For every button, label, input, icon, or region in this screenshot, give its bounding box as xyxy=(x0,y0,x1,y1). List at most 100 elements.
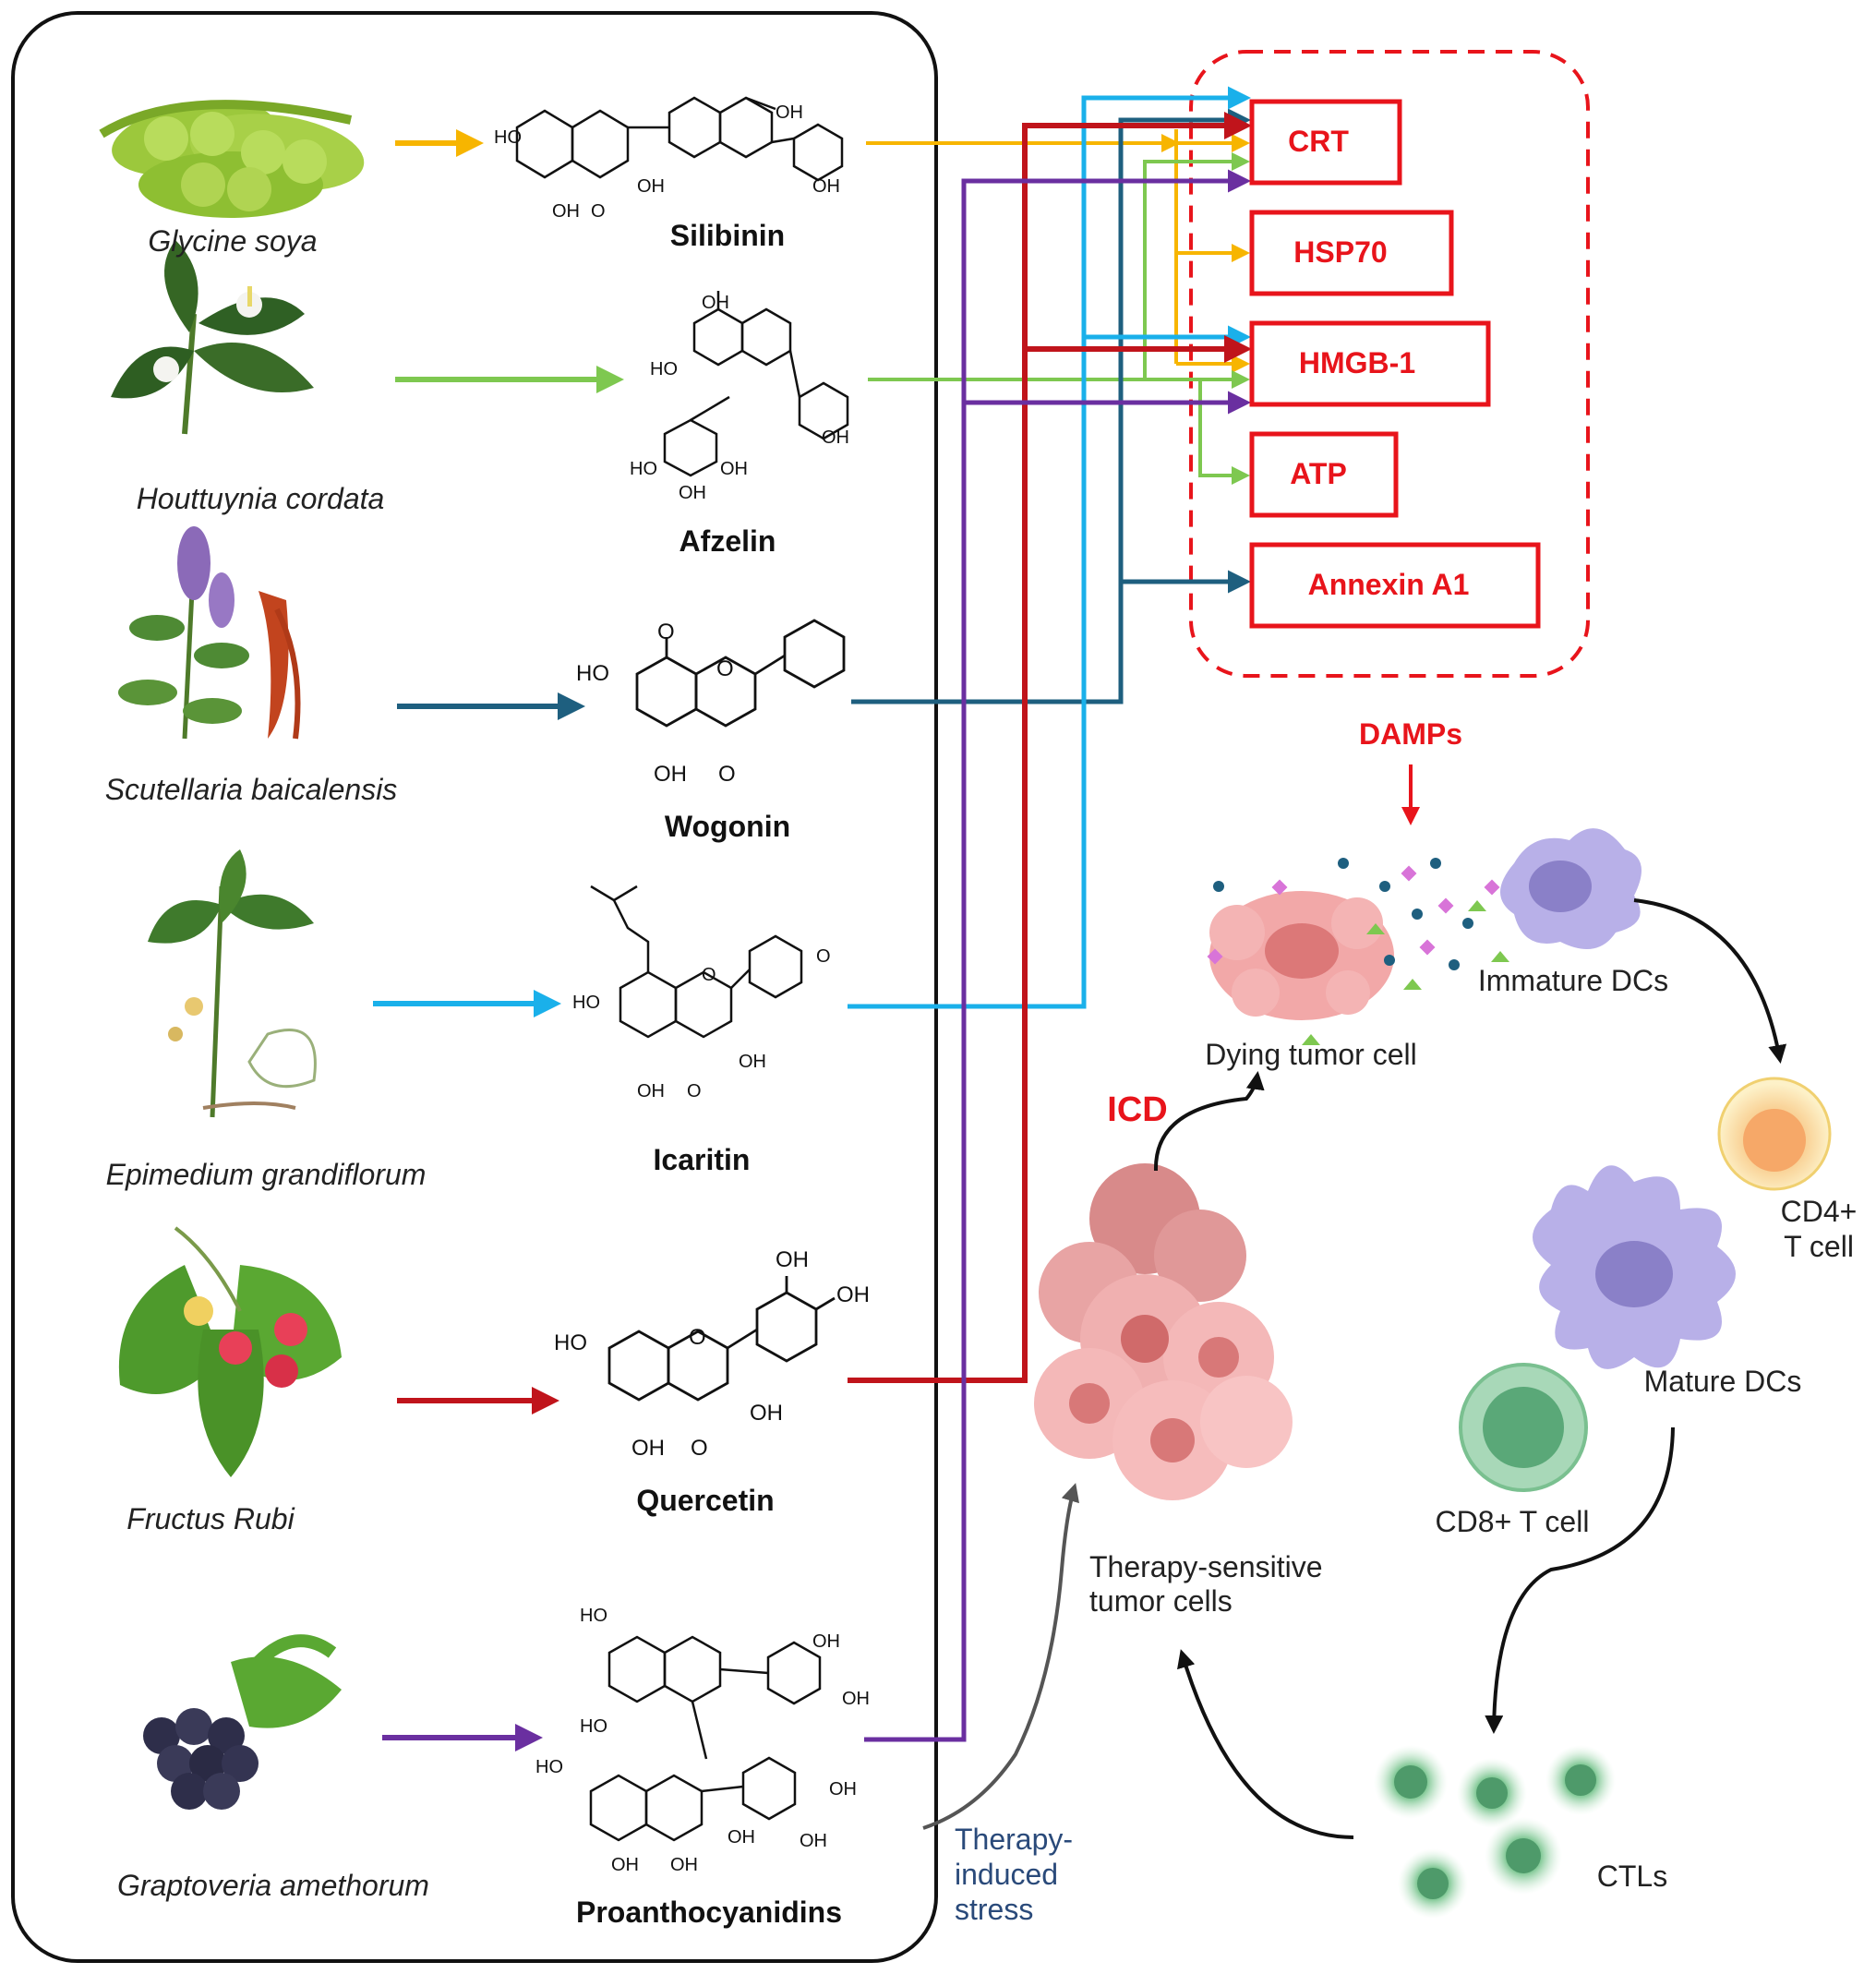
afzelin-oh-sugar-1: OH xyxy=(720,459,748,479)
damp-label-annexin-a1: Annexin A1 xyxy=(1308,568,1470,601)
icaritin-ho: HO xyxy=(572,993,600,1013)
label-therapy-stress-line2: induced xyxy=(955,1858,1058,1891)
damp-label-atp: ATP xyxy=(1290,457,1347,490)
label-mature-dcs: Mature DCs xyxy=(1644,1365,1802,1398)
afzelin-oh-right: OH xyxy=(822,427,849,448)
plant-name-epimedium-grandiflorum: Epimedium grandiflorum xyxy=(106,1158,427,1191)
glycine-soya-image xyxy=(99,100,365,218)
scutellaria-baicalensis-image xyxy=(118,526,301,740)
silibinin-oh-3: OH xyxy=(776,102,803,123)
compound-name-quercetin: Quercetin xyxy=(636,1484,774,1517)
plant-name-houttuynia-cordata: Houttuynia cordata xyxy=(137,482,385,515)
silibinin-structure xyxy=(515,96,844,182)
afzelin-ho: HO xyxy=(650,359,678,379)
icaritin-o-ring: O xyxy=(702,965,716,985)
silibinin-oh-2: OH xyxy=(637,176,665,197)
silibinin-oh-4: OH xyxy=(812,176,840,197)
quercetin-structure xyxy=(607,1276,836,1402)
arrow-icd xyxy=(1153,1071,1265,1172)
label-therapy-sensitive-line2: tumor cells xyxy=(1089,1584,1233,1618)
wogonin-ho: HO xyxy=(576,661,609,686)
plant-name-scutellaria-baicalensis: Scutellaria baicalensis xyxy=(105,773,398,806)
dying-tumor-cell xyxy=(1209,891,1394,1020)
quercetin-o-ring: O xyxy=(689,1325,706,1350)
damp-annexin-a1: Annexin A1 xyxy=(1249,542,1541,629)
silibinin-ho: HO xyxy=(494,127,522,148)
compound-name-wogonin: Wogonin xyxy=(665,810,790,843)
quercetin-oh-top-2: OH xyxy=(836,1282,870,1307)
damps-title: DAMPs xyxy=(1359,717,1462,751)
proantho-oh-1: OH xyxy=(812,1631,840,1652)
mature-dc xyxy=(1533,1165,1736,1369)
icaritin-oh-1: OH xyxy=(739,1052,766,1072)
cd4-t-cell xyxy=(1717,1077,1832,1191)
proanthocyanidins-structure xyxy=(589,1635,822,1842)
damp-label-hmgb1: HMGB-1 xyxy=(1299,346,1415,379)
cd8-t-cell xyxy=(1459,1363,1588,1492)
damp-label-hsp70: HSP70 xyxy=(1293,235,1387,269)
quercetin-oh-top-1: OH xyxy=(776,1247,809,1272)
arrow-ctls-to-tumor xyxy=(1177,1649,1354,1839)
label-therapy-sensitive-line1: Therapy-sensitive xyxy=(1089,1550,1323,1583)
afzelin-oh-sugar-2: OH xyxy=(679,483,706,503)
label-cd8-t-cell: CD8+ T cell xyxy=(1436,1505,1590,1538)
arrow-mature-to-ctls xyxy=(1485,1426,1675,1734)
compound-name-afzelin: Afzelin xyxy=(679,524,776,558)
damp-hsp70: HSP70 xyxy=(1249,210,1454,296)
silibinin-o-1: O xyxy=(591,201,606,222)
compound-name-proanthocyanidins: Proanthocyanidins xyxy=(576,1896,842,1929)
wogonin-pathway xyxy=(851,108,1251,704)
silibinin-branches xyxy=(1174,129,1250,373)
damp-hmgb1: HMGB-1 xyxy=(1249,320,1491,407)
afzelin-oh-top: OH xyxy=(702,293,729,313)
damp-crt: CRT xyxy=(1249,99,1402,186)
quercetin-ho: HO xyxy=(554,1330,587,1355)
proantho-oh-3: OH xyxy=(829,1779,857,1799)
afzelin-structure xyxy=(663,291,849,477)
proantho-ho-1: HO xyxy=(580,1606,607,1626)
quercetin-pathway xyxy=(848,112,1252,1383)
silibinin-pathway xyxy=(866,134,1180,152)
wogonin-oh: OH xyxy=(654,762,687,787)
epimedium-grandiflorum-image xyxy=(148,849,317,1118)
fructus-rubi-image xyxy=(118,1226,342,1477)
plant-name-graptoveria-amethorum: Graptoveria amethorum xyxy=(117,1869,429,1902)
icaritin-oh-2: OH xyxy=(637,1081,665,1101)
wogonin-o-ring: O xyxy=(716,656,734,681)
silibinin-oh-1: OH xyxy=(552,201,580,222)
proantho-oh-2: OH xyxy=(842,1689,870,1709)
proanthocyanidins-pathway xyxy=(864,169,1251,1742)
graptoveria-amethorum-image xyxy=(143,1634,342,1810)
label-ctls: CTLs xyxy=(1597,1860,1667,1893)
label-immature-dcs: Immature DCs xyxy=(1478,964,1668,997)
plant-panel xyxy=(11,11,938,1963)
afzelin-ho-sugar: HO xyxy=(630,459,657,479)
label-therapy-stress-line1: Therapy- xyxy=(955,1823,1073,1856)
arrow-therapy-stress xyxy=(922,1483,1079,1830)
damps-container xyxy=(1189,50,1590,678)
quercetin-o-keto: O xyxy=(691,1436,708,1461)
compound-name-silibinin: Silibinin xyxy=(670,219,785,252)
icaritin-o-keto: O xyxy=(687,1081,702,1101)
wogonin-o-keto: O xyxy=(718,762,736,787)
label-dying-tumor-cell: Dying tumor cell xyxy=(1205,1038,1416,1071)
icaritin-o-methoxy: O xyxy=(816,946,831,967)
proantho-oh-6: OH xyxy=(611,1855,639,1875)
afzelin-pathway xyxy=(868,152,1250,485)
compound-name-icaritin: Icaritin xyxy=(654,1143,751,1176)
plant-name-glycine-soya: Glycine soya xyxy=(148,224,317,258)
icaritin-pathway xyxy=(848,86,1251,1009)
therapy-sensitive-tumor-cells xyxy=(1034,1163,1293,1500)
wogonin-structure xyxy=(635,619,846,728)
damp-label-crt: CRT xyxy=(1288,125,1349,158)
proantho-oh-4: OH xyxy=(728,1827,755,1848)
arrow-immature-to-cd4 xyxy=(1633,898,1787,1064)
quercetin-oh-right: OH xyxy=(750,1401,783,1426)
label-cd4-line1: CD4+ xyxy=(1781,1195,1858,1228)
houttuynia-cordata-image xyxy=(111,240,314,435)
proantho-ho-2: HO xyxy=(580,1716,607,1737)
label-icd: ICD xyxy=(1107,1090,1167,1129)
proantho-oh-7: OH xyxy=(670,1855,698,1875)
damp-atp: ATP xyxy=(1249,431,1399,518)
